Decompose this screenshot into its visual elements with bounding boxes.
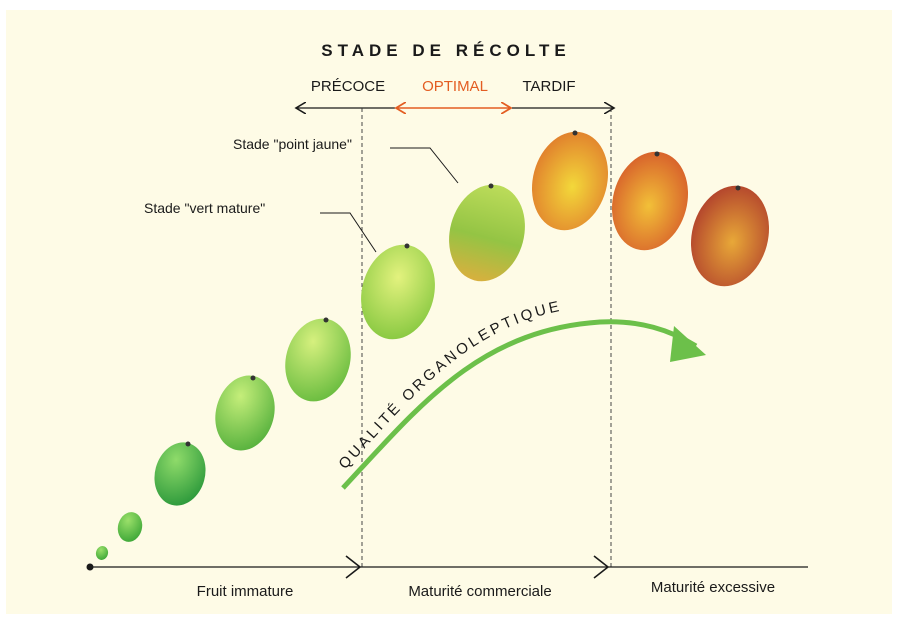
callout-mature-green-leader <box>320 212 377 253</box>
stage-optimal-label: OPTIMAL <box>422 78 488 95</box>
stage-early-label: PRÉCOCE <box>311 78 385 95</box>
diagram-title: STADE DE RÉCOLTE <box>321 41 570 60</box>
mango-mature-green <box>361 243 435 340</box>
mango-very-ripe <box>611 151 689 251</box>
callout-yellow-point-leader <box>390 147 459 184</box>
callout-yellow-point-label: Stade "point jaune" <box>233 136 352 152</box>
timeline-chevron-2 <box>593 555 610 579</box>
timeline-chevron-1 <box>345 555 362 579</box>
stage-late-label: TARDIF <box>522 78 575 95</box>
mango-young <box>154 441 206 506</box>
mango-small <box>117 512 143 542</box>
mango-overripe <box>690 185 770 287</box>
mango-green <box>285 317 351 402</box>
mango-ripe <box>531 130 609 231</box>
mango-growing <box>215 375 275 451</box>
callout-mature-green-label: Stade "vert mature" <box>144 200 265 216</box>
mango-tiny <box>95 546 109 560</box>
timeline-excessive-label: Maturité excessive <box>651 579 775 596</box>
timeline-commercial-label: Maturité commerciale <box>408 583 551 600</box>
timeline-immature-label: Fruit immature <box>197 583 294 600</box>
mango-yellow-point <box>449 183 525 282</box>
quality-curve-arrowhead <box>670 326 706 362</box>
